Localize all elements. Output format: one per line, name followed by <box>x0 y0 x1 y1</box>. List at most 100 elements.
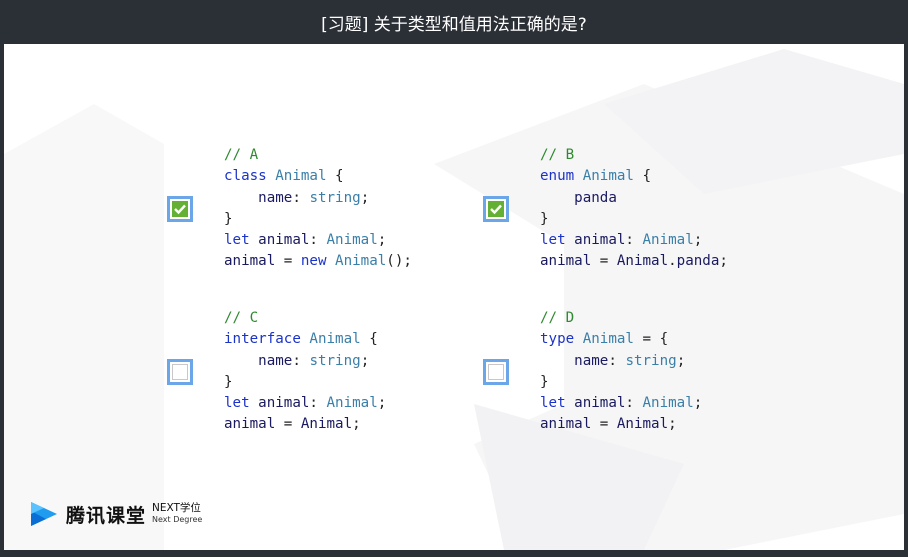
code-token: ; <box>352 416 361 433</box>
code-line: panda <box>540 188 728 209</box>
code-line: // A <box>224 145 412 166</box>
empty-box-icon <box>172 364 188 380</box>
code-token: let <box>540 232 566 249</box>
code-token: } <box>224 373 233 390</box>
code-token <box>574 168 583 184</box>
checkmark-icon <box>488 201 504 217</box>
code-token: : <box>625 395 643 412</box>
code-token: enum <box>540 168 575 185</box>
code-line: // C <box>224 308 386 329</box>
code-token: class <box>224 168 267 185</box>
code-token: . <box>668 253 677 270</box>
code-token: : <box>309 395 327 412</box>
code-line: } <box>540 209 728 230</box>
code-token: = <box>275 416 301 433</box>
code-line: } <box>224 372 386 393</box>
code-line: animal = Animal; <box>224 414 386 435</box>
code-token: // A <box>224 147 259 163</box>
code-token: ; <box>693 232 703 249</box>
code-token: ; <box>377 395 387 412</box>
option-b-checkbox[interactable] <box>483 196 509 222</box>
title-bar: [习题] 关于类型和值用法正确的是? <box>0 0 908 44</box>
option-d: // D type Animal = { name: string;} let an… <box>483 308 793 448</box>
code-token: ; <box>693 395 703 412</box>
code-token: Animal <box>616 416 669 433</box>
code-line: name: string; <box>224 188 412 209</box>
code-token: new <box>300 253 327 270</box>
code-token: panda <box>540 189 617 206</box>
question-title: [习题] 关于类型和值用法正确的是? <box>321 14 587 35</box>
code-line: enum Animal { <box>540 166 728 187</box>
code-line: let animal: Animal; <box>224 230 412 251</box>
code-token: string <box>625 352 677 369</box>
code-line: type Animal = { <box>540 329 702 350</box>
code-token: Animal <box>275 168 327 185</box>
code-token: Animal <box>582 331 634 348</box>
code-token: { <box>360 331 378 348</box>
code-token: ; <box>719 253 728 270</box>
code-token: ; <box>360 189 370 206</box>
code-token: Animal <box>335 253 387 270</box>
code-token: = <box>275 253 301 270</box>
code-token: // C <box>224 310 259 326</box>
logo-sub-text: Next Degree <box>152 515 203 524</box>
code-token: string <box>309 189 361 206</box>
option-a-checkbox[interactable] <box>167 196 193 222</box>
code-line: name: string; <box>540 351 702 372</box>
code-token: = <box>591 416 617 433</box>
option-a-code: // A class Animal { name: string;} let ani… <box>224 145 412 273</box>
code-token: Animal <box>642 232 694 249</box>
code-token: animal <box>565 232 626 249</box>
code-token: let <box>540 395 566 412</box>
option-d-code: // D type Animal = { name: string;} let an… <box>540 308 702 436</box>
code-token: Animal <box>309 331 361 348</box>
code-token: = <box>591 253 617 270</box>
slide-canvas: // A class Animal { name: string;} let ani… <box>4 44 904 550</box>
option-d-checkbox[interactable] <box>483 359 509 385</box>
code-token: Animal <box>642 395 694 412</box>
code-line: } <box>224 209 412 230</box>
play-logo-icon <box>31 502 57 526</box>
option-b: // B enum Animal { panda} let animal: Anim… <box>483 145 793 285</box>
background-shapes <box>4 49 904 550</box>
code-line: let animal: Animal; <box>540 393 702 414</box>
logo-badge-text: NEXT学位 <box>152 502 201 514</box>
code-token: (); <box>386 253 412 270</box>
code-token: ; <box>668 416 677 433</box>
checkmark-icon <box>172 201 188 217</box>
code-token: name <box>540 352 609 369</box>
code-token: animal <box>224 253 276 270</box>
code-line: interface Animal { <box>224 329 386 350</box>
code-token: } <box>224 210 233 227</box>
code-token <box>574 331 583 347</box>
tencent-classroom-logo: 腾讯课堂 NEXT学位 Next Degree <box>28 498 202 530</box>
code-line: animal = Animal; <box>540 414 702 435</box>
code-token: interface <box>224 331 301 348</box>
code-token: ; <box>377 232 387 249</box>
code-token: animal <box>540 416 592 433</box>
code-token: Animal <box>300 416 353 433</box>
code-line: class Animal { <box>224 166 412 187</box>
code-token: : <box>608 352 626 369</box>
code-token: { <box>326 168 344 185</box>
code-token: name <box>224 352 293 369</box>
code-token: // D <box>540 310 575 326</box>
code-token: Animal <box>326 232 378 249</box>
empty-box-icon <box>488 364 504 380</box>
code-token: Animal <box>582 168 634 185</box>
code-token: } <box>540 210 549 227</box>
code-token: Animal <box>326 395 378 412</box>
option-c-checkbox[interactable] <box>167 359 193 385</box>
code-token: Animal <box>616 253 669 270</box>
code-line: } <box>540 372 702 393</box>
code-token: : <box>625 232 643 249</box>
code-line: animal = Animal.panda; <box>540 251 728 272</box>
code-token: // B <box>540 147 575 163</box>
code-token: animal <box>224 416 276 433</box>
code-token: } <box>540 373 549 390</box>
code-line: animal = new Animal(); <box>224 251 412 272</box>
code-line: name: string; <box>224 351 386 372</box>
code-token: type <box>540 331 575 348</box>
code-token: ; <box>360 352 370 369</box>
